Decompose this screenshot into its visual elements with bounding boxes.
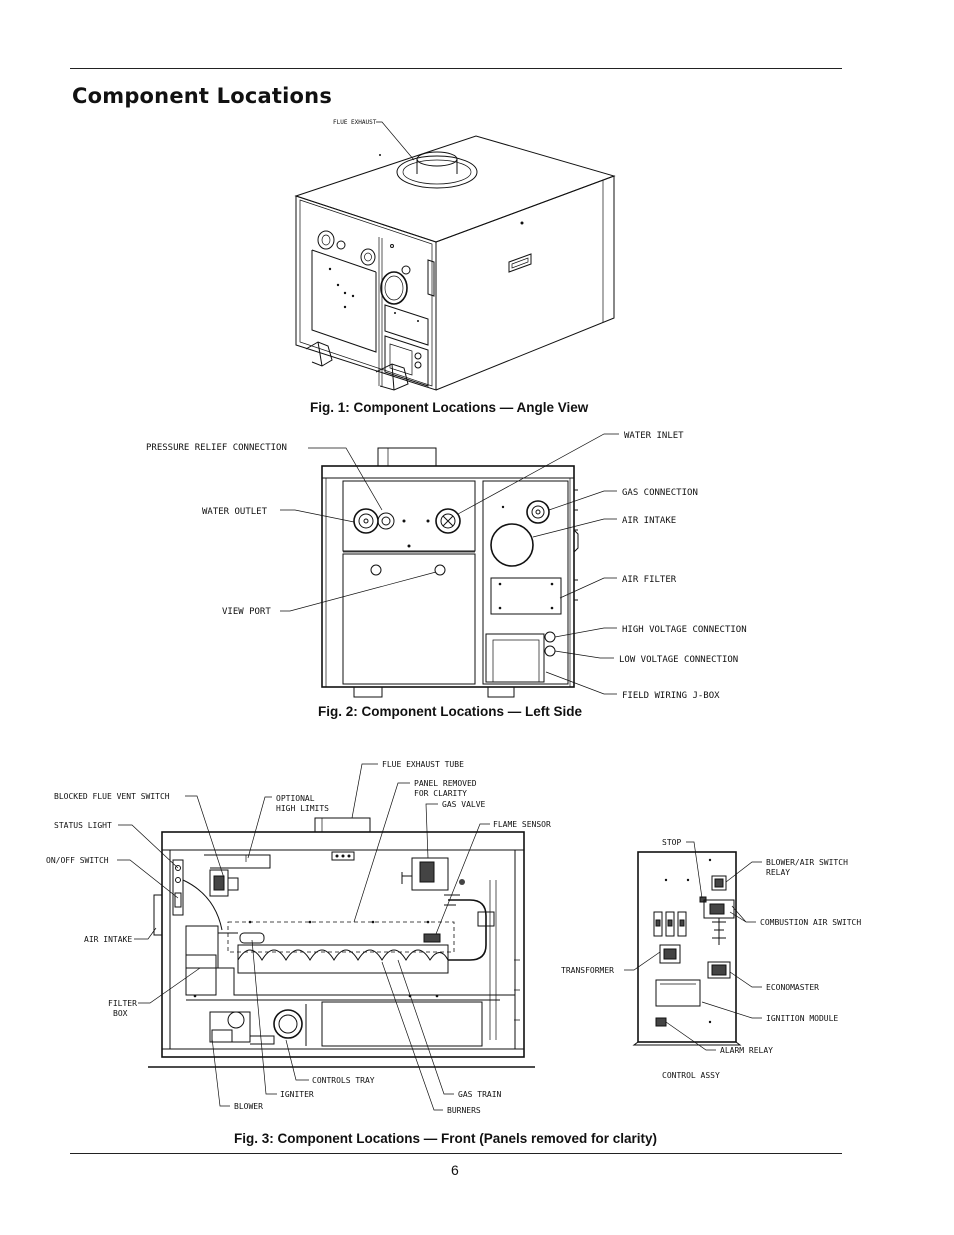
label-high-voltage-connection: HIGH VOLTAGE CONNECTION <box>622 625 747 635</box>
header-rule <box>70 68 842 69</box>
label-optional-line2: HIGH LIMITS <box>276 804 329 813</box>
label-stop: STOP <box>662 838 681 847</box>
label-flame-sensor: FLAME SENSOR <box>493 820 551 829</box>
label-blower-relay-line1: BLOWER/AIR SWITCH <box>766 858 848 867</box>
label-gas-valve: GAS VALVE <box>442 800 486 809</box>
label-burners: BURNERS <box>447 1106 481 1115</box>
label-air-intake-fig3: AIR INTAKE <box>84 935 132 944</box>
label-flue-exhaust-tube: FLUE EXHAUST TUBE <box>382 760 464 769</box>
label-air-intake: AIR INTAKE <box>622 516 676 526</box>
label-flue-exhaust: FLUE EXHAUST <box>333 119 377 126</box>
fig3-caption: Fig. 3: Component Locations — Front (Pan… <box>234 1131 658 1146</box>
label-gas-train: GAS TRAIN <box>458 1090 502 1099</box>
label-optional-line1: OPTIONAL <box>276 794 315 803</box>
label-blocked-flue-vent-switch: BLOCKED FLUE VENT SWITCH <box>54 792 170 801</box>
fig2-caption: Fig. 2: Component Locations — Left Side <box>318 704 583 719</box>
label-low-voltage-connection: LOW VOLTAGE CONNECTION <box>619 655 738 665</box>
label-view-port: VIEW PORT <box>222 607 271 617</box>
label-water-inlet: WATER INLET <box>624 431 684 441</box>
label-blower-relay-line2: RELAY <box>766 868 790 877</box>
fig1-caption: Fig. 1: Component Locations — Angle View <box>310 400 589 415</box>
label-panel-removed-line1: PANEL REMOVED <box>414 779 477 788</box>
page-number: 6 <box>451 1162 459 1178</box>
label-economaster: ECONOMASTER <box>766 983 819 992</box>
label-air-filter: AIR FILTER <box>622 575 677 585</box>
label-on-off-switch: ON/OFF SWITCH <box>46 856 109 865</box>
label-control-assy: CONTROL ASSY <box>662 1071 720 1080</box>
label-gas-connection: GAS CONNECTION <box>622 488 698 498</box>
label-pressure-relief-connection: PRESSURE RELIEF CONNECTION <box>146 443 287 453</box>
label-panel-removed-line2: FOR CLARITY <box>414 789 467 798</box>
label-water-outlet: WATER OUTLET <box>202 507 268 517</box>
label-blower: BLOWER <box>234 1102 263 1111</box>
footer-rule <box>70 1153 842 1154</box>
page-title: Component Locations <box>72 84 333 108</box>
label-alarm-relay: ALARM RELAY <box>720 1046 773 1055</box>
label-field-wiring-j-box: FIELD WIRING J-BOX <box>622 691 720 701</box>
label-filter-box-line2: BOX <box>113 1009 128 1018</box>
label-controls-tray: CONTROLS TRAY <box>312 1076 375 1085</box>
label-combustion-air-switch: COMBUSTION AIR SWITCH <box>760 918 861 927</box>
label-igniter: IGNITER <box>280 1090 314 1099</box>
label-filter-box-line1: FILTER <box>108 999 137 1008</box>
label-ignition-module: IGNITION MODULE <box>766 1014 838 1023</box>
label-status-light: STATUS LIGHT <box>54 821 112 830</box>
label-transformer: TRANSFORMER <box>561 966 614 975</box>
